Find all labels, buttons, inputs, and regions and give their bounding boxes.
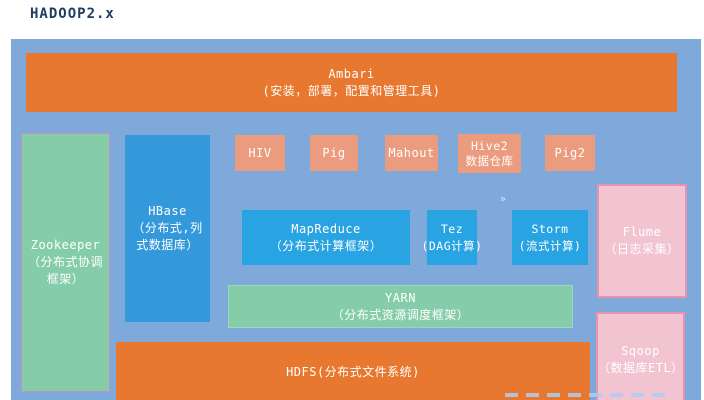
tez-box: Tez (DAG计算) <box>421 210 482 265</box>
pig2-box: Pig2 <box>545 135 595 171</box>
sqoop-box: Sqoop （数据库ETL） <box>596 312 685 400</box>
zookeeper-box: Zookeeper （分布式协调框架） <box>21 133 110 392</box>
hbase-name: HBase <box>148 204 187 219</box>
tez-desc: (DAG计算) <box>421 238 483 253</box>
ambari-desc: (安装，部署，配置和管理工具) <box>262 83 441 98</box>
yarn-desc: （分布式资源调度框架） <box>331 307 470 322</box>
sqoop-desc: （数据库ETL） <box>598 360 684 375</box>
zookeeper-desc: （分布式协调框架） <box>27 255 103 286</box>
hbase-box: HBase （分布式,列式数据库） <box>125 135 210 322</box>
pig-box: Pig <box>310 135 358 171</box>
pig2-name: Pig2 <box>554 145 586 160</box>
hiv-name: HIV <box>248 145 272 160</box>
hive2-name: Hive2 <box>470 139 509 154</box>
hbase-desc: （分布式,列式数据库） <box>132 221 203 252</box>
sqoop-name: Sqoop <box>621 343 660 358</box>
ambari-name: Ambari <box>328 66 375 81</box>
storm-desc: (流式计算) <box>518 238 582 253</box>
hive2-desc: 数据仓库 <box>465 153 514 168</box>
yarn-box: YARN （分布式资源调度框架） <box>228 285 573 328</box>
hiv-box: HIV <box>235 135 285 171</box>
flume-desc: （日志采集） <box>604 242 680 256</box>
mahout-name: Mahout <box>388 145 435 160</box>
hadoop-stack-container: Ambari (安装，部署，配置和管理工具) Zookeeper （分布式协调框… <box>11 39 701 400</box>
mapreduce-name: MapReduce <box>291 221 361 236</box>
mahout-box: Mahout <box>385 135 438 171</box>
tez-name: Tez <box>440 222 464 237</box>
storm-box: Storm (流式计算) <box>512 210 588 265</box>
hdfs-box: HDFS(分布式文件系统) <box>116 342 590 400</box>
stray-chevron-glyph: » <box>500 194 507 205</box>
flume-name: Flume <box>622 225 662 240</box>
mapreduce-box: MapReduce （分布式计算框架） <box>242 210 410 265</box>
storm-name: Storm <box>531 222 569 237</box>
cutoff-watermark-remnant <box>505 393 671 397</box>
hive2-box: Hive2 数据仓库 <box>458 134 521 173</box>
flume-box: Flume （日志采集） <box>597 184 687 298</box>
yarn-name: YARN <box>385 290 416 305</box>
hdfs-name: HDFS(分布式文件系统) <box>286 365 420 380</box>
diagram-title: HADOOP2.x <box>30 6 115 22</box>
pig-name: Pig <box>322 145 346 160</box>
ambari-box: Ambari (安装，部署，配置和管理工具) <box>26 53 677 112</box>
zookeeper-name: Zookeeper <box>30 238 101 253</box>
mapreduce-desc: （分布式计算框架） <box>269 238 383 253</box>
